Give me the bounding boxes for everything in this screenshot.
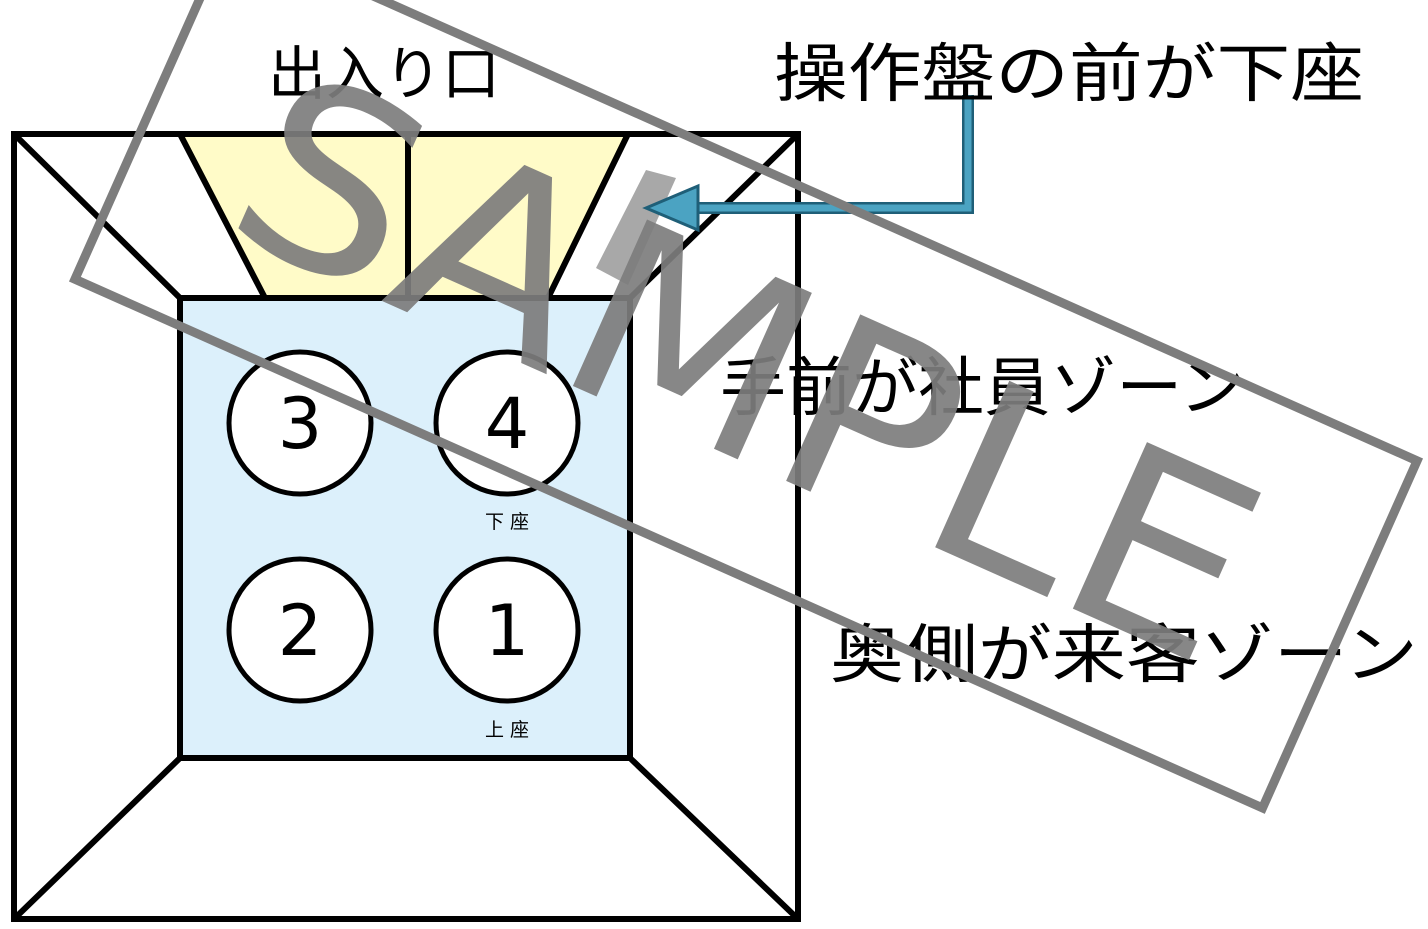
seat-caption-lower-seat: 下 座 (485, 511, 529, 533)
pointer-arrow (642, 95, 974, 233)
seat-circle (433, 556, 581, 704)
entrance-label: 出入り口 (268, 40, 500, 108)
corner-line-bottom-right (627, 755, 801, 922)
seat-number: 1 (485, 590, 530, 672)
seat-circle (226, 556, 374, 704)
seat-number: 2 (278, 590, 323, 672)
watermark-frame (68, 0, 1424, 814)
corner-line-bottom-left (11, 755, 183, 922)
seat-caption-upper-seat: 上 座 (485, 719, 529, 741)
seat-2: 2 (226, 556, 374, 704)
staff-zone-label: 手前が社員ゾーン (720, 352, 1245, 426)
seat-number: 4 (485, 383, 530, 465)
control-panel-note: 操作盤の前が下座 (774, 38, 1364, 112)
seat-1: 1 上 座 (433, 556, 581, 741)
control-panel (596, 170, 676, 285)
seat-circle (226, 349, 374, 497)
seat-3: 3 (226, 349, 374, 497)
seat-number: 3 (278, 383, 323, 465)
arrow-head (642, 183, 700, 233)
corner-line-top-left (11, 131, 183, 301)
corner-line-top-right (627, 131, 801, 301)
arrow-shaft (688, 95, 972, 212)
